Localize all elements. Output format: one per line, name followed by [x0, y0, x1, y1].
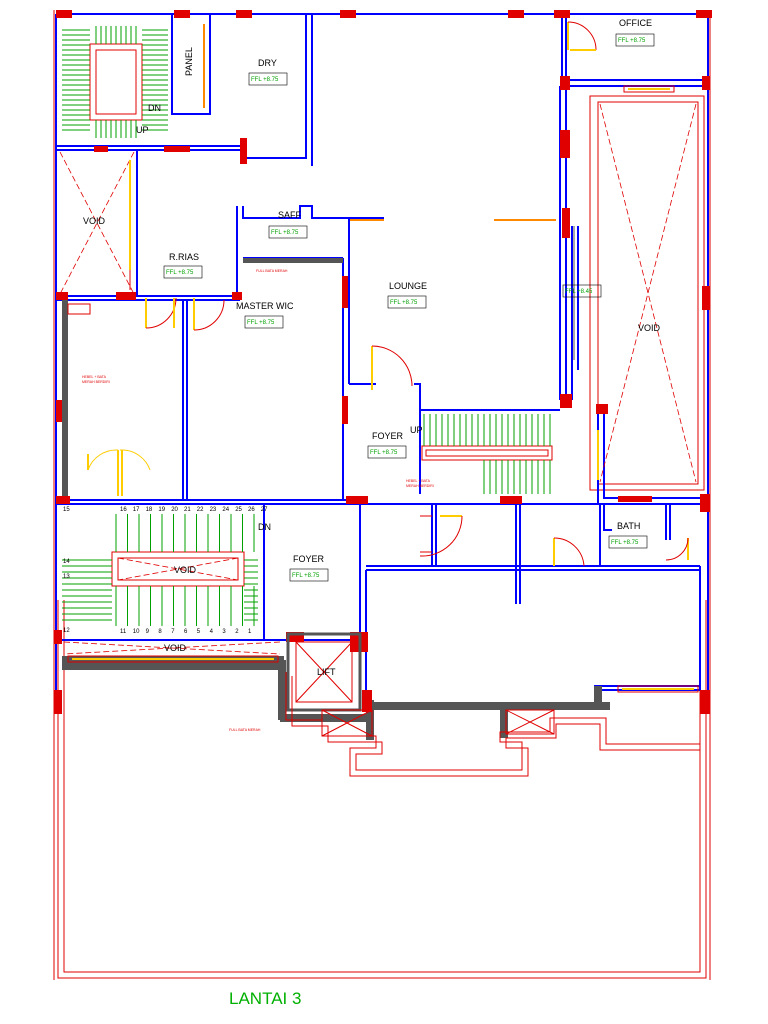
stair-number: 5 — [197, 629, 201, 635]
stair-number: 3 — [222, 629, 226, 635]
room-label-saff: SAFF — [278, 210, 302, 220]
stair-number: 18 — [146, 507, 153, 513]
stair-number: 20 — [171, 507, 178, 513]
stair-label-up-top: UP — [136, 125, 149, 135]
note-full-bata-merah-lower: FULL BATA MERAH — [229, 728, 261, 732]
stair-numbers-bottom: 11 10 9 8 7 6 5 4 3 2 1 — [120, 629, 252, 635]
stair-number: 23 — [210, 507, 217, 513]
note-hebel-bata-left-2: MERAH BERDIRI — [82, 380, 110, 384]
stair-number: 10 — [133, 629, 140, 635]
room-label-panel: PANEL — [184, 47, 194, 76]
stair-number: 2 — [235, 629, 239, 635]
stair-number: 17 — [133, 507, 140, 513]
level-boxes — [163, 33, 655, 582]
stair-number: 26 — [248, 507, 255, 513]
stair-label-dn-main: DN — [258, 522, 271, 532]
room-label-dry: DRY — [258, 58, 277, 68]
stair-number: 24 — [222, 507, 229, 513]
room-label-office: OFFICE — [619, 18, 652, 28]
stair-number-13: 13 — [63, 574, 70, 580]
stair-label-up-foyer: UP — [410, 425, 423, 435]
stair-numbers-top: 16 17 18 19 20 21 22 23 24 25 26 27 — [120, 507, 268, 513]
stair-number-12: 12 — [63, 628, 70, 634]
stair-number: 21 — [184, 507, 191, 513]
room-label-lift: LIFT — [317, 667, 336, 677]
note-full-bata-merah-saff: FULL BATA MERAH — [256, 269, 288, 273]
stair-number-14: 14 — [63, 559, 70, 565]
lower-outline — [285, 672, 700, 777]
room-label-foyer-upper: FOYER — [372, 431, 404, 441]
room-label-void-strip: VOID — [164, 643, 187, 653]
stair-number: 9 — [146, 629, 150, 635]
level-corridor: FFL +8.45 — [565, 289, 593, 295]
stair-number: 1 — [248, 629, 252, 635]
room-label-foyer-lower: FOYER — [293, 554, 325, 564]
level-saff: FFL +8.75 — [271, 230, 299, 236]
level-bath: FFL +8.75 — [611, 540, 639, 546]
stair-number: 4 — [210, 629, 214, 635]
drawing-title: LANTAI 3 — [229, 989, 301, 1008]
room-label-lounge: LOUNGE — [389, 281, 427, 291]
walls — [55, 13, 710, 700]
stair-number: 25 — [235, 507, 242, 513]
room-label-void-right: VOID — [638, 323, 661, 333]
stair-number: 27 — [261, 507, 268, 513]
void-markers — [59, 103, 697, 655]
room-label-bath: BATH — [617, 521, 640, 531]
level-foyer-lower: FFL +8.75 — [292, 573, 320, 579]
room-label-void-stair: VOID — [174, 565, 197, 575]
level-master-wic: FFL +8.75 — [247, 320, 275, 326]
stair-number-15: 15 — [63, 507, 70, 513]
stair-number: 6 — [184, 629, 188, 635]
room-label-void-left: VOID — [83, 216, 106, 226]
doors — [67, 21, 699, 693]
note-hebel-bata-foyer-2: MERAH BERDIRI — [406, 484, 434, 488]
solid-walls — [62, 258, 610, 740]
level-r-rias: FFL +8.75 — [166, 270, 194, 276]
stair-top-left — [62, 26, 168, 138]
stair-number: 11 — [120, 629, 127, 635]
note-hebel-bata-left-1: HEBEL + BATA — [82, 375, 107, 379]
room-label-r-rias: R.RIAS — [169, 252, 199, 262]
room-label-master-wic: MASTER WIC — [236, 301, 294, 311]
outer-boundary — [53, 10, 711, 980]
stair-main — [62, 514, 258, 626]
level-foyer-upper: FFL +8.75 — [370, 450, 398, 456]
stair-number: 8 — [158, 629, 162, 635]
stair-number: 19 — [158, 507, 165, 513]
stair-number: 22 — [197, 507, 204, 513]
level-dry: FFL +8.75 — [251, 77, 279, 83]
stair-label-dn-top: DN — [148, 103, 161, 113]
level-lounge: FFL +8.75 — [390, 300, 418, 306]
stair-foyer — [421, 414, 553, 494]
stair-number: 7 — [171, 629, 175, 635]
stair-number: 16 — [120, 507, 127, 513]
columns — [54, 10, 712, 714]
level-office: FFL +8.75 — [618, 38, 646, 44]
note-hebel-bata-foyer-1: HEBEL + BATA — [406, 479, 431, 483]
